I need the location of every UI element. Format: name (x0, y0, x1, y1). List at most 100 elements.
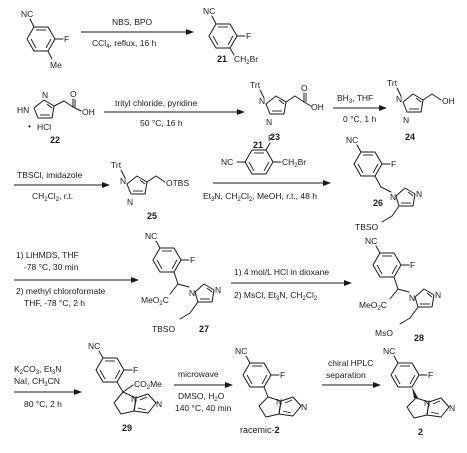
conditions-5-bottom: Et3N, CH2Cl2, MeOH, r.t., 48 h (203, 191, 317, 203)
fluoro-label: F (246, 31, 251, 41)
conditions-9-line2: DMSO, H2O (178, 391, 225, 403)
reaction-arrow-1: NBS, BPO CCl4, reflux, 16 h (81, 17, 194, 50)
conditions-9-line3: 140 °C, 40 min (175, 403, 232, 413)
conditions-8-line2: NaI, CH3CN (14, 376, 60, 388)
conditions-3-top: BH3, THF (337, 93, 373, 105)
n-label: N (189, 288, 195, 298)
ester-label: MeO2C (359, 300, 387, 312)
n-label: N (435, 290, 441, 300)
bromomethyl-label: CH2Br (234, 54, 258, 66)
conditions-4-bottom: CH2Cl2, r.t. (32, 191, 73, 203)
compound-number-racemic-2: racemic-2 (240, 425, 280, 435)
reagent-21-structure: NC F CH2Br 21 (221, 133, 306, 175)
conditions-6-line4: THF, -78 °C, 2 h (24, 298, 85, 308)
compound-number-25: 25 (147, 211, 157, 221)
n-label: N (266, 117, 272, 127)
n-label: N (276, 397, 282, 407)
compound-number-23: 23 (270, 132, 280, 142)
trityl-label: Trt (250, 80, 261, 90)
compound-number-29: 29 (122, 423, 132, 433)
hydroxyl-label: OH (82, 107, 95, 117)
ester-label: MeO2C (141, 295, 169, 307)
nitrile-label: NC (346, 135, 358, 145)
conditions-10-top2: separation (326, 370, 366, 380)
fluoro-label: F (391, 159, 396, 169)
conditions-8-line3: 80 °C, 2 h (24, 399, 62, 409)
reaction-arrow-7: 1) 4 mol/L HCl in dioxane 2) MsCl, Et3N,… (231, 267, 352, 302)
n-label: N (403, 115, 409, 125)
reaction-arrow-3: BH3, THF 0 °C, 1 h (333, 93, 387, 124)
compound-number-24: 24 (405, 132, 415, 142)
compound-24-structure: Trt N N OH 24 (387, 78, 455, 142)
racemic-2-structure: NC F N N racemic-2 (235, 346, 307, 435)
reaction-arrow-10: chiral HPLC separation (322, 358, 381, 388)
n-label: N (259, 96, 265, 106)
tbso-label: TBSO (152, 324, 176, 334)
hcl-label: HCl (37, 122, 51, 132)
hydroxyl-label: OH (311, 102, 324, 112)
hn-label: HN (17, 105, 29, 115)
n-label: N (396, 94, 402, 104)
hydroxyl-label: OH (442, 96, 455, 106)
compound-number-28: 28 (414, 333, 424, 343)
compound-28-structure: NC F MeO2C N N MsO 28 (359, 236, 441, 343)
starting-material-structure: NC F Me (21, 9, 69, 70)
ester-label: CO2Me (134, 379, 162, 391)
nitrile-label: NC (365, 236, 377, 246)
otbs-label: OTBS (166, 178, 189, 188)
n-label: N (120, 176, 126, 186)
carbonyl-o-label: O (70, 89, 77, 99)
n-label: N (409, 293, 415, 303)
n-label: N (416, 189, 422, 199)
compound-number-26: 26 (373, 198, 383, 208)
fluoro-label: F (190, 255, 195, 265)
compound-29-structure: NC F CO2Me N N 29 (88, 341, 162, 433)
nitrile-label: NC (383, 346, 395, 356)
compound-23-structure: Trt N N O OH 23 (250, 80, 324, 142)
conditions-6-line3: 2) methyl chloroformate (16, 286, 106, 296)
compound-25-structure: Trt N N OTBS 25 (111, 160, 189, 221)
conditions-6-line2: -78 °C, 30 min (24, 262, 79, 272)
n-label: N (127, 197, 133, 207)
n-label: N (42, 90, 48, 100)
conditions-8-line1: K2CO3, Et3N (14, 364, 61, 376)
reaction-arrow-5: NC F CH2Br 21 Et3N, CH2Cl2, MeOH, r.t., … (203, 133, 331, 203)
nitrile-label: NC (221, 157, 233, 167)
conditions-7-line1: 1) 4 mol/L HCl in dioxane (234, 267, 329, 277)
n-label: N (390, 192, 396, 202)
conditions-9-top: microwave (178, 369, 219, 379)
tbso-label: TBSO (355, 222, 379, 232)
conditions-6-line1: 1) LiHMDS, THF (16, 250, 79, 260)
trityl-label: Trt (387, 78, 398, 88)
fluoro-label: F (428, 370, 433, 380)
reaction-arrow-2: trityl chloride, pyridine 50 °C, 16 h (104, 98, 245, 128)
n-label: N (156, 399, 162, 409)
mso-label: MsO (375, 328, 393, 338)
conditions-2-top: trityl chloride, pyridine (115, 98, 197, 108)
fluoro-label: F (410, 260, 415, 270)
conditions-7-line2: 2) MsCl, Et3N, CH2Cl2 (234, 290, 318, 302)
methyl-label: Me (50, 60, 62, 70)
nitrile-label: NC (88, 341, 100, 351)
n-label: N (424, 398, 430, 408)
conditions-1-top: NBS, BPO (112, 17, 153, 27)
fluoro-label: F (64, 34, 69, 44)
bromomethyl-label: CH2Br (282, 157, 306, 169)
compound-number-2: 2 (418, 427, 423, 437)
compound-number-21: 21 (217, 54, 227, 64)
n-label: N (449, 403, 455, 413)
n-label: N (215, 285, 221, 295)
compound-number-21: 21 (253, 140, 263, 150)
compound-26-structure: NC F N N TBSO 26 (346, 135, 422, 232)
n-label: N (131, 394, 137, 404)
reaction-arrow-8: K2CO3, Et3N NaI, CH3CN 80 °C, 2 h (14, 364, 82, 409)
reaction-arrow-6: 1) LiHMDS, THF -78 °C, 30 min 2) methyl … (14, 250, 139, 308)
compound-number-27: 27 (199, 324, 209, 334)
nitrile-label: NC (235, 346, 247, 356)
nitrile-label: NC (21, 9, 33, 19)
nitrile-label: NC (145, 231, 157, 241)
conditions-3-bottom: 0 °C, 1 h (343, 114, 376, 124)
fluoro-label: F (133, 365, 138, 375)
trityl-label: Trt (111, 160, 122, 170)
